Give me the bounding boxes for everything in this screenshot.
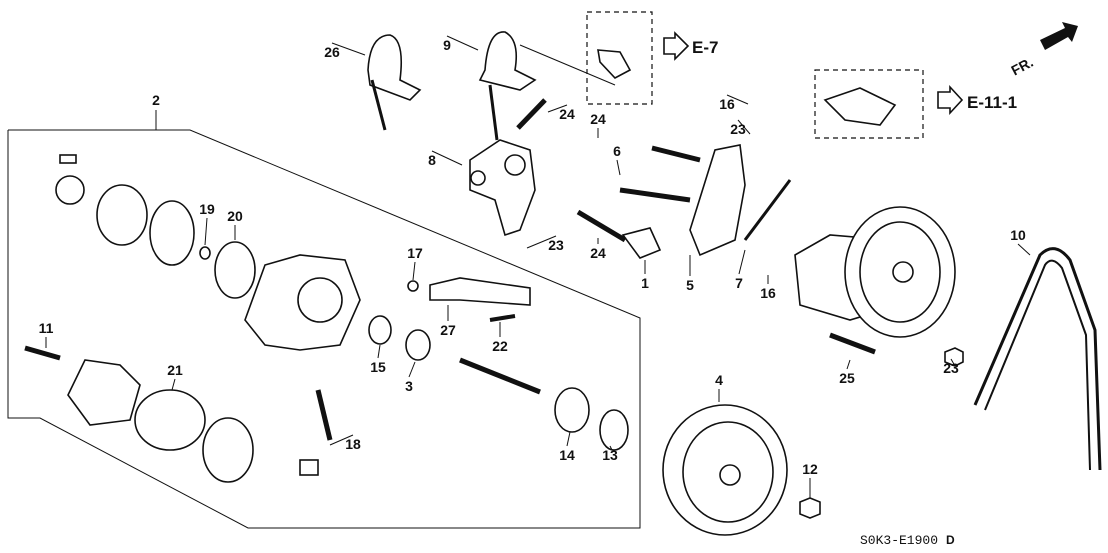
callout-23[interactable]: 23 [730, 121, 746, 137]
assembly-boundary [7, 129, 641, 529]
callout-16[interactable]: 16 [760, 285, 776, 301]
callout-3[interactable]: 3 [405, 378, 413, 394]
reference-e7[interactable]: E-7 [692, 38, 718, 57]
drawing-code: S0K3-E1900 [860, 533, 938, 548]
bracket-5 [689, 144, 792, 257]
callout-1[interactable]: 1 [641, 275, 649, 291]
callout-24[interactable]: 24 [590, 245, 606, 261]
bracket-8 [469, 139, 536, 237]
arrow-e7-icon [663, 31, 690, 61]
bolt-icons [24, 98, 876, 395]
belt-10 [973, 247, 1102, 471]
callout-21[interactable]: 21 [167, 362, 183, 378]
leader-line [846, 359, 851, 370]
detail-clamp-e7 [597, 49, 632, 79]
power-steering-pump [794, 206, 956, 338]
callout-10[interactable]: 10 [1010, 227, 1026, 243]
leader-line [1017, 243, 1031, 256]
bracket-1 [621, 227, 662, 259]
leader-line [566, 431, 571, 447]
callout-7[interactable]: 7 [735, 275, 743, 291]
seal-bearing-parts [368, 315, 629, 451]
detail-box-e7 [586, 11, 653, 105]
leader-line [609, 445, 613, 451]
leader-line [331, 42, 366, 56]
callout-16[interactable]: 16 [719, 96, 735, 112]
callout-12[interactable]: 12 [802, 461, 818, 477]
callout-18[interactable]: 18 [345, 436, 361, 452]
pulley-4 [662, 404, 788, 536]
leader-line [412, 261, 416, 281]
callout-8[interactable]: 8 [428, 152, 436, 168]
leader-line [738, 249, 746, 275]
leader-line [616, 159, 621, 176]
leader-line [446, 35, 479, 51]
callout-5[interactable]: 5 [686, 277, 694, 293]
callout-26[interactable]: 26 [324, 44, 340, 60]
leader-line [726, 94, 749, 105]
callout-9[interactable]: 9 [443, 37, 451, 53]
leader-line [171, 378, 176, 391]
callout-24[interactable]: 24 [559, 106, 575, 122]
nut-12 [799, 497, 821, 519]
callout-13[interactable]: 13 [602, 447, 618, 463]
leader-line [737, 119, 751, 135]
detail-clamp-e11 [823, 87, 897, 126]
leader-line [329, 434, 354, 446]
leader-line [431, 150, 463, 166]
hose-clamp-26 [367, 34, 422, 131]
callout-20[interactable]: 20 [227, 208, 243, 224]
callout-24[interactable]: 24 [590, 111, 606, 127]
callout-23[interactable]: 23 [943, 360, 959, 376]
leader-line [526, 235, 557, 249]
inlet-fitting-27 [407, 277, 531, 306]
pump-rotor-parts [55, 154, 256, 299]
callout-25[interactable]: 25 [839, 370, 855, 386]
front-arrow-icon [1040, 22, 1078, 50]
leader-line [950, 358, 956, 367]
detail-box-e11 [814, 69, 924, 139]
callout-6[interactable]: 6 [613, 143, 621, 159]
callout-4[interactable]: 4 [715, 372, 723, 388]
pump-body [244, 254, 361, 351]
callout-17[interactable]: 17 [407, 245, 423, 261]
callout-14[interactable]: 14 [559, 447, 575, 463]
nut-23 [944, 347, 964, 367]
callout-11[interactable]: 11 [39, 320, 54, 336]
leader-line [408, 361, 416, 378]
leader-line [377, 344, 381, 359]
arrow-e11-icon [937, 84, 964, 116]
leader-line [547, 104, 568, 113]
callout-19[interactable]: 19 [199, 201, 215, 217]
hose-clamp-9 [478, 31, 616, 141]
revision-letter: D [946, 533, 955, 547]
callout-2[interactable]: 2 [152, 92, 160, 108]
callout-22[interactable]: 22 [492, 338, 508, 354]
reference-e11-1[interactable]: E-11-1 [967, 93, 1017, 112]
pump-cover-parts [67, 359, 333, 483]
callout-15[interactable]: 15 [370, 359, 386, 375]
front-indicator-label: FR. [1008, 54, 1035, 79]
leader-line [204, 217, 208, 246]
callout-27[interactable]: 27 [440, 322, 456, 338]
callout-23[interactable]: 23 [548, 237, 564, 253]
